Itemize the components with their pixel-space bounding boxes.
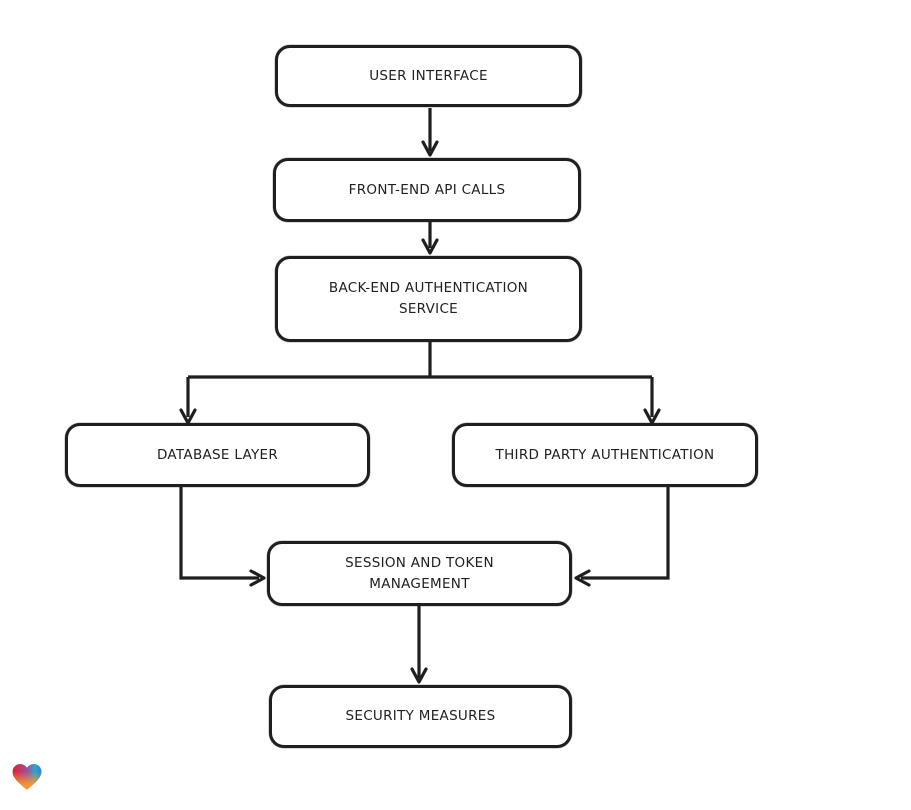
node-security-measures: SECURITY MEASURES — [269, 685, 572, 748]
node-label: FRONT-END API CALLS — [348, 181, 506, 198]
node-front-end-api-calls: FRONT-END API CALLS — [273, 158, 581, 222]
node-back-end-authentication-service: BACK-END AUTHENTICATION SERVICE — [275, 256, 582, 342]
heart-logo[interactable] — [10, 760, 44, 792]
edge-thirdparty-to-session — [574, 487, 670, 587]
edge-session-to-security — [410, 606, 428, 684]
edge-user-to-frontend — [421, 108, 439, 157]
node-user-interface: USER INTERFACE — [275, 45, 582, 107]
edge-frontend-to-backend — [421, 222, 439, 255]
edge-database-to-session — [179, 487, 266, 587]
node-label: SESSION AND TOKEN MANAGEMENT — [345, 554, 494, 592]
node-label: USER INTERFACE — [369, 67, 488, 84]
node-label: THIRD PARTY AUTHENTICATION — [495, 446, 715, 463]
heart-icon — [12, 763, 42, 790]
node-session-and-token-management: SESSION AND TOKEN MANAGEMENT — [267, 541, 572, 606]
node-label: SECURITY MEASURES — [345, 708, 496, 725]
node-label: DATABASE LAYER — [156, 446, 279, 463]
edge-backend-branch — [179, 342, 661, 425]
node-database-layer: DATABASE LAYER — [65, 423, 370, 487]
node-label: BACK-END AUTHENTICATION SERVICE — [328, 280, 529, 317]
node-third-party-authentication: THIRD PARTY AUTHENTICATION — [452, 423, 758, 487]
